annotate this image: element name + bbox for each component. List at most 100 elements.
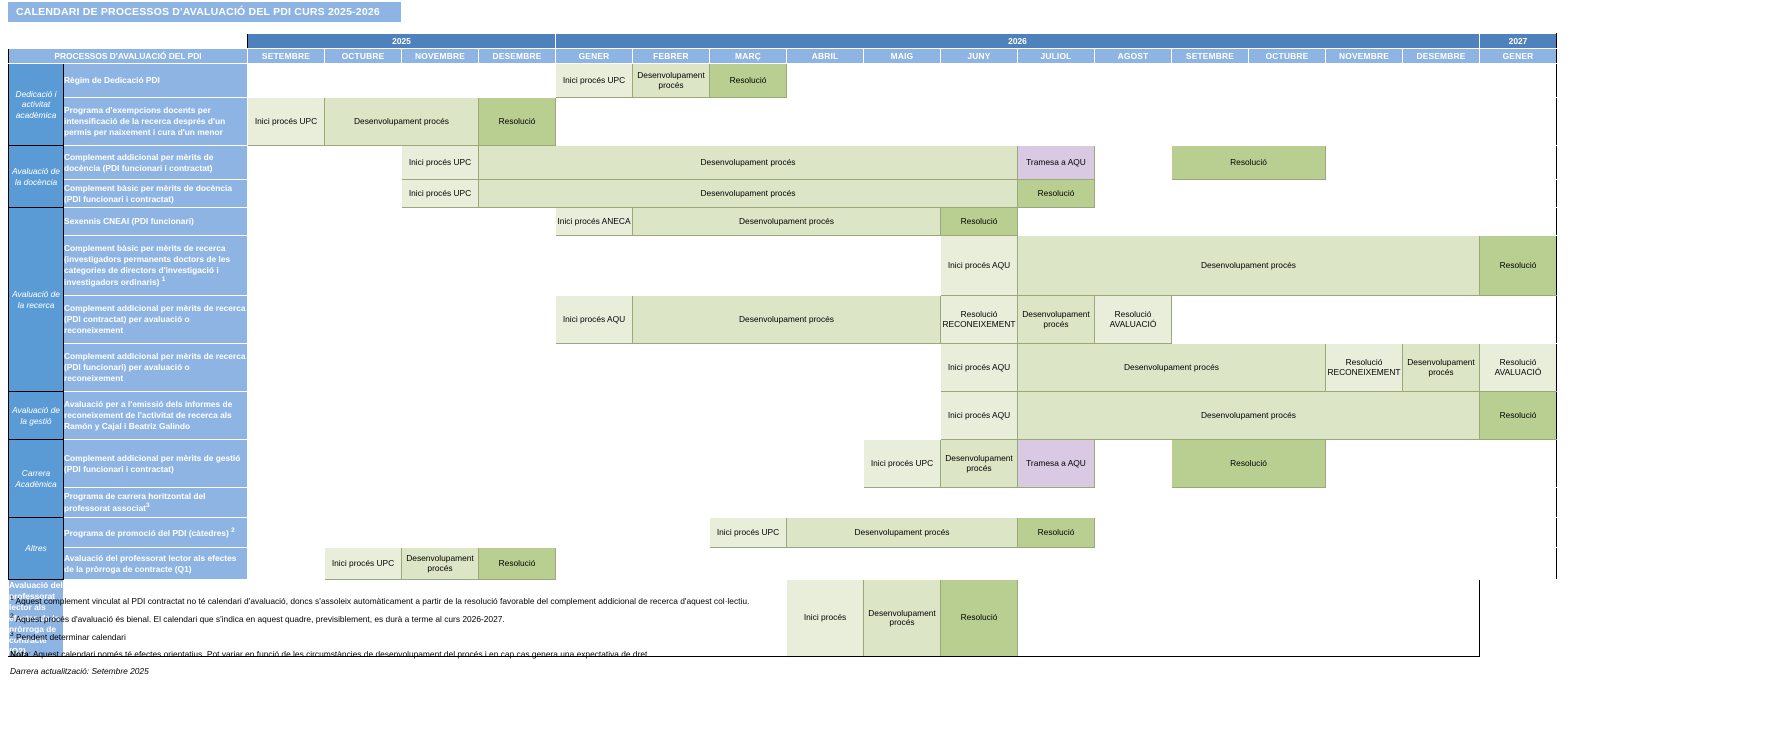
empty-cell — [1094, 97, 1172, 146]
month-header-15: DESEMBRE — [1402, 48, 1480, 64]
processes-column-header: PROCESSOS D'AVALUACIÓ DEL PDI — [8, 48, 248, 64]
empty-cell — [1171, 179, 1249, 208]
bar-desenvolupament: Desenvolupament procés — [478, 145, 1018, 180]
empty-cell — [632, 343, 710, 392]
empty-cell — [940, 547, 1018, 580]
empty-cell — [401, 487, 479, 518]
empty-cell — [247, 439, 325, 488]
month-header-0: SETEMBRE — [247, 48, 325, 64]
bar-desenvolupament: Desenvolupament procés — [940, 439, 1018, 488]
footnote-2: 2 Aquest procés d'avaluació és bienal. E… — [10, 612, 505, 624]
category-label-3: Avaluació de la gestió — [8, 391, 64, 440]
empty-cell — [1402, 207, 1480, 236]
month-header-6: MARÇ — [709, 48, 787, 64]
month-header-1: OCTUBRE — [324, 48, 402, 64]
empty-cell — [401, 391, 479, 440]
process-label-5: Complement bàsic per mèrits de recerca (… — [63, 235, 248, 296]
empty-cell — [478, 295, 556, 344]
bar-desenvolupament: Desenvolupament procés — [1402, 343, 1480, 392]
empty-cell — [324, 517, 402, 548]
empty-cell — [1402, 547, 1480, 580]
empty-cell — [1325, 63, 1403, 98]
empty-cell — [1402, 578, 1480, 658]
bar-inici: Inici procés UPC — [324, 547, 402, 580]
month-header-13: OCTUBRE — [1248, 48, 1326, 64]
empty-cell — [786, 97, 864, 146]
year-header-2026: 2026 — [555, 33, 1480, 49]
note-line: Nota: Aquest calendari només té efectes … — [10, 648, 650, 659]
empty-cell — [324, 578, 402, 658]
table-row: Complement bàsic per mèrits de docència … — [9, 179, 1557, 208]
empty-cell — [1248, 487, 1326, 518]
empty-cell — [786, 439, 864, 488]
empty-cell — [247, 207, 325, 236]
table-row: Programa d'exempcions docents per intens… — [9, 97, 1557, 146]
month-header-4: GENER — [555, 48, 633, 64]
empty-cell — [1402, 517, 1480, 548]
empty-cell — [632, 235, 710, 296]
empty-cell — [1017, 487, 1095, 518]
empty-cell — [324, 391, 402, 440]
empty-cell — [1402, 439, 1480, 488]
empty-cell — [1248, 97, 1326, 146]
bar-inici: Resolució RECONEIXEMENT — [1325, 343, 1403, 392]
empty-cell — [1479, 517, 1557, 548]
empty-cell — [401, 63, 479, 98]
empty-cell — [632, 517, 710, 548]
empty-cell — [1325, 578, 1403, 658]
empty-cell — [247, 295, 325, 344]
empty-cell — [709, 439, 787, 488]
empty-cell — [324, 207, 402, 236]
empty-cell — [1171, 517, 1249, 548]
empty-cell — [940, 63, 1018, 98]
empty-cell — [324, 63, 402, 98]
empty-cell — [1479, 295, 1557, 344]
empty-cell — [1479, 63, 1557, 98]
category-label-0: Dedicació i activitat acadèmica — [8, 63, 64, 146]
bar-desenvolupament: Desenvolupament procés — [401, 547, 479, 580]
empty-cell — [555, 235, 633, 296]
empty-cell — [247, 179, 325, 208]
footnote-3: 3 Pendent determinar calendari — [10, 630, 126, 642]
bar-desenvolupament: Desenvolupament procés — [632, 207, 941, 236]
process-label-7: Complement addicional per mèrits de rece… — [63, 343, 248, 392]
empty-cell — [1017, 97, 1095, 146]
empty-cell — [1479, 547, 1557, 580]
bar-desenvolupament: Desenvolupament procés — [786, 517, 1018, 548]
empty-cell — [1171, 63, 1249, 98]
empty-cell — [247, 145, 325, 180]
empty-cell — [1479, 487, 1557, 518]
empty-cell — [1325, 179, 1403, 208]
empty-cell — [324, 439, 402, 488]
empty-cell — [1094, 578, 1172, 658]
empty-cell — [1248, 517, 1326, 548]
empty-cell — [1248, 547, 1326, 580]
empty-cell — [1325, 487, 1403, 518]
empty-cell — [555, 343, 633, 392]
empty-cell — [555, 97, 633, 146]
empty-cell — [63, 578, 248, 658]
empty-cell — [555, 547, 633, 580]
category-label-4: Carrera Acadèmica — [8, 439, 64, 518]
process-label-4: Sexennis CNEAI (PDI funcionari) — [63, 207, 248, 236]
bar-inici: Resolució RECONEIXEMENT — [940, 295, 1018, 344]
empty-cell — [786, 343, 864, 392]
bar-resolucio: Resolució — [1171, 145, 1326, 180]
month-header-11: AGOST — [1094, 48, 1172, 64]
empty-cell — [1402, 145, 1480, 180]
bar-inici: Inici procés AQU — [940, 235, 1018, 296]
empty-cell — [401, 295, 479, 344]
process-label-9: Complement addicional per mèrits de gest… — [63, 439, 248, 488]
empty-cell — [1094, 547, 1172, 580]
empty-cell — [401, 517, 479, 548]
empty-cell — [324, 235, 402, 296]
footnote-1: 1 Aquest complement vinculat al PDI cont… — [10, 595, 750, 606]
bar-resolucio: Resolució — [1017, 179, 1095, 208]
empty-cell — [1479, 207, 1557, 236]
empty-cell — [1171, 295, 1249, 344]
empty-cell — [1248, 63, 1326, 98]
bar-desenvolupament: Desenvolupament procés — [1017, 391, 1480, 440]
empty-cell — [1479, 439, 1557, 488]
